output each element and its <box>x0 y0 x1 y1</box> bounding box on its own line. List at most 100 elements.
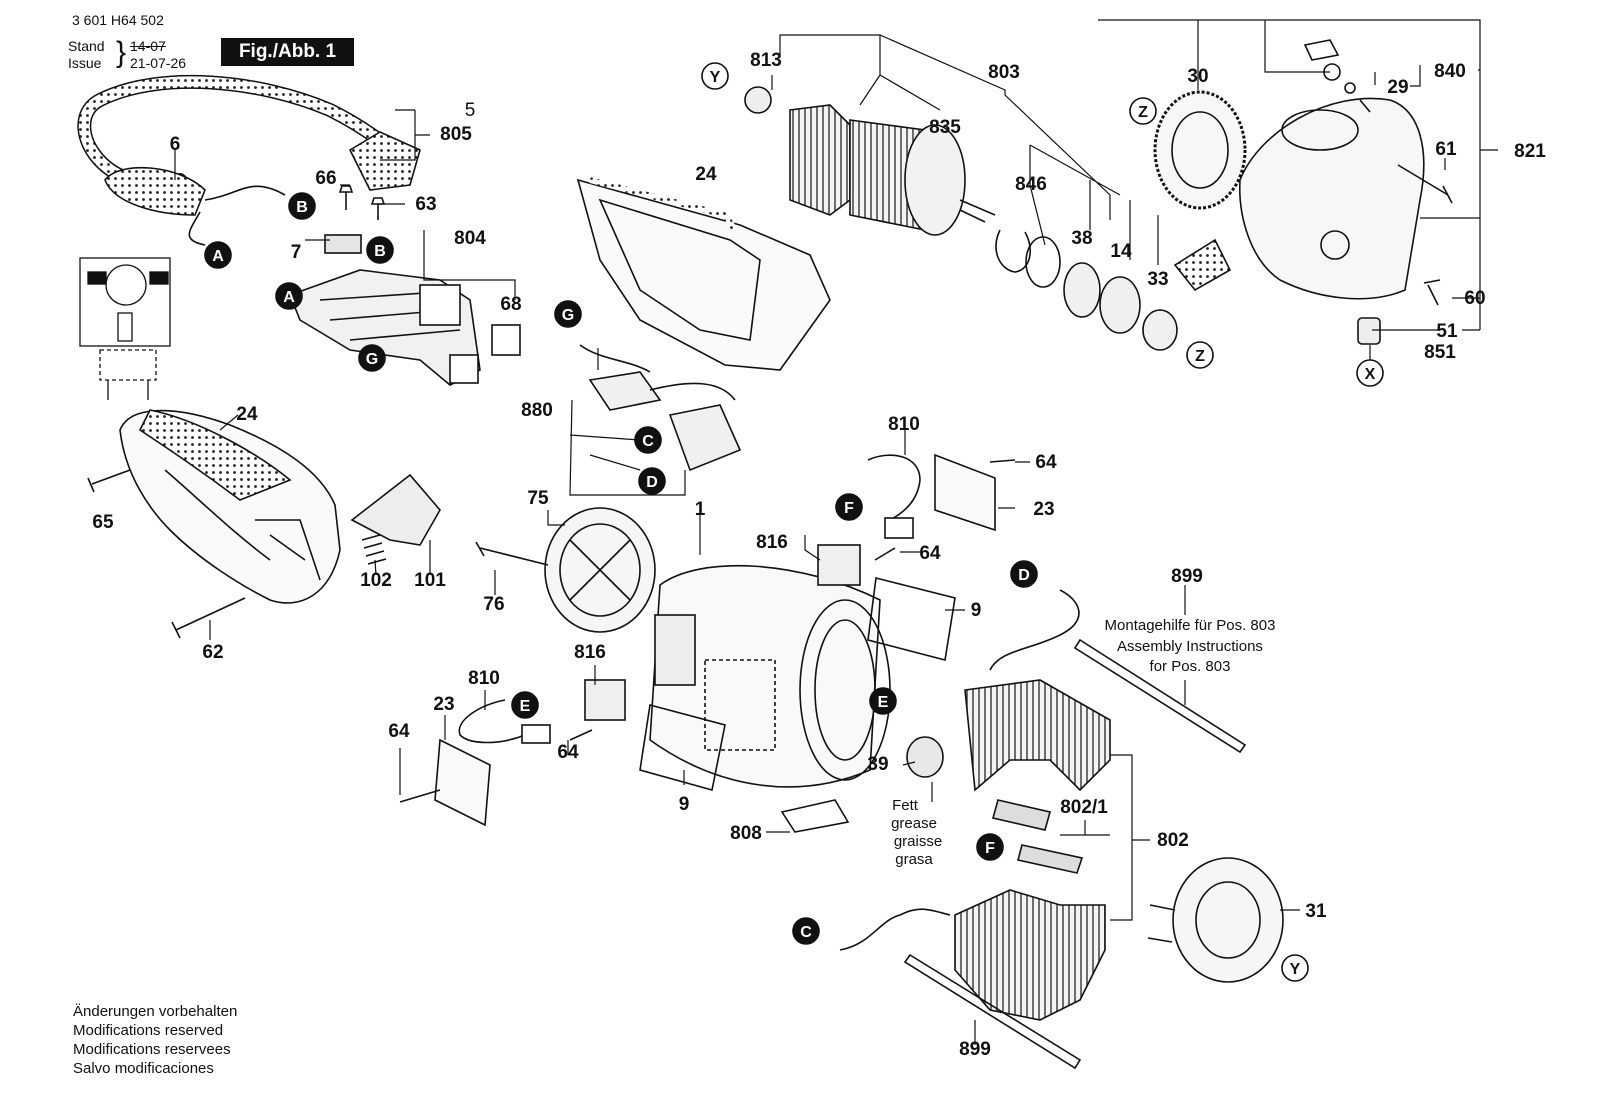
grease-note-en: grease <box>891 815 937 832</box>
part-label-75: 75 <box>527 488 549 509</box>
pin-29 <box>1359 99 1371 113</box>
screw-76 <box>475 541 549 566</box>
callout-disc-y <box>1281 954 1309 982</box>
callout-disc-g <box>358 344 386 372</box>
screw-62 <box>171 597 246 639</box>
part-label-31: 31 <box>1305 901 1327 922</box>
grease-note-de: Fett <box>892 797 919 814</box>
part-label-816-top: 816 <box>756 532 788 553</box>
part-label-64-mid: 64 <box>557 742 579 763</box>
bearing-33 <box>1142 309 1178 351</box>
armature <box>789 104 996 236</box>
brush-cover-23-right <box>934 453 996 532</box>
part-label-68: 68 <box>500 294 521 315</box>
screw-60 <box>1423 279 1441 306</box>
part-label-6: 6 <box>170 134 181 155</box>
needle-bearing-38 <box>1063 262 1101 318</box>
callout-letter-e: E <box>520 698 531 715</box>
callout-letter-b: B <box>374 243 386 260</box>
header-brace: } <box>116 36 127 69</box>
switch-assembly <box>288 269 481 386</box>
motor-housing-1 <box>649 564 891 788</box>
field-coil-lower <box>954 889 1106 1021</box>
callout-letter-f: F <box>844 500 854 517</box>
cable-tie-upper <box>1073 638 1247 754</box>
callout-letter-c: C <box>800 924 812 941</box>
callout-disc-f <box>976 833 1004 861</box>
callout-letter-y: Y <box>1290 961 1301 978</box>
part-label-899-top: 899 <box>1171 566 1203 587</box>
callout-disc-b <box>366 236 394 264</box>
part-label-102: 102 <box>360 570 392 591</box>
part-label-63: 63 <box>415 194 436 215</box>
part-label-61: 61 <box>1435 139 1457 160</box>
callout-disc-z <box>1186 341 1214 369</box>
electronics-wires <box>579 344 736 401</box>
part-label-846: 846 <box>1015 174 1047 195</box>
footer-note-en: Modifications reserved <box>73 1022 224 1039</box>
part-label-60: 60 <box>1464 288 1485 309</box>
part-label-51: 51 <box>1436 321 1458 342</box>
wedge-802-1-b <box>1017 844 1084 874</box>
screw-64-top-right <box>989 459 1016 463</box>
stand-date: 14-07 <box>130 38 166 54</box>
part-label-9-mid: 9 <box>679 794 690 815</box>
screw-64-mid-right <box>874 547 896 561</box>
brush-holder-left <box>458 679 626 744</box>
part-label-5: 5 <box>465 100 476 121</box>
document-number: 3 601 H64 502 <box>72 12 164 28</box>
coil-lead-lower <box>839 908 951 951</box>
footer-note-de: Änderungen vorbehalten <box>73 1003 238 1020</box>
electronics-module <box>588 371 742 472</box>
callout-letter-g: G <box>562 307 574 324</box>
part-label-821: 821 <box>1514 141 1546 162</box>
callout-disc-a <box>275 282 303 310</box>
part-label-813: 813 <box>750 50 782 71</box>
callout-disc-a <box>204 241 232 269</box>
part-label-880: 880 <box>521 400 553 421</box>
end-shield-75 <box>544 507 656 633</box>
part-label-840: 840 <box>1434 61 1466 82</box>
part-label-23-left: 23 <box>433 694 454 715</box>
part-label-39: 39 <box>867 754 888 775</box>
bearing-flange-31 <box>1147 857 1284 983</box>
part-label-29: 29 <box>1387 77 1408 98</box>
leader-lines <box>174 19 1498 1045</box>
coil-lead-upper <box>989 589 1080 671</box>
part-label-899-bottom: 899 <box>959 1039 991 1060</box>
part-label-24-left: 24 <box>236 404 258 425</box>
cap-51 <box>1357 317 1381 345</box>
callout-letter-d: D <box>1018 567 1030 584</box>
stand-label: Stand <box>68 38 105 54</box>
part-label-14: 14 <box>1110 241 1132 262</box>
insulation-9-mid <box>639 703 726 792</box>
circlip-846 <box>995 229 1031 273</box>
screw-63 <box>370 197 386 220</box>
wedge-802-1-a <box>992 799 1051 831</box>
wiring-schematic <box>79 257 171 400</box>
callout-disc-b <box>288 192 316 220</box>
spacer-68 <box>491 324 521 356</box>
callout-letter-d: D <box>646 474 658 491</box>
callout-disc-c <box>792 917 820 945</box>
callout-letter-e: E <box>878 694 889 711</box>
callout-letter-z: Z <box>1138 104 1148 121</box>
part-label-64-left: 64 <box>388 721 410 742</box>
callout-letter-y: Y <box>710 69 721 86</box>
callout-letter-g: G <box>366 351 378 368</box>
callout-disc-e <box>869 687 897 715</box>
callout-disc-c <box>634 426 662 454</box>
part-label-30: 30 <box>1187 66 1208 87</box>
part-label-805: 805 <box>440 124 472 145</box>
field-wrapper-808 <box>780 799 850 833</box>
part-label-802-1: 802/1 <box>1060 797 1108 818</box>
part-label-7: 7 <box>291 242 302 263</box>
part-label-802: 802 <box>1157 830 1189 851</box>
callout-letter-z: Z <box>1195 348 1205 365</box>
ring-29 <box>1344 82 1356 94</box>
spindle-lock-840 <box>1303 39 1340 61</box>
handle-housing-left <box>119 409 341 604</box>
callout-letter-a: A <box>212 248 224 265</box>
power-cord-sheath <box>78 76 398 189</box>
part-label-38: 38 <box>1071 228 1092 249</box>
